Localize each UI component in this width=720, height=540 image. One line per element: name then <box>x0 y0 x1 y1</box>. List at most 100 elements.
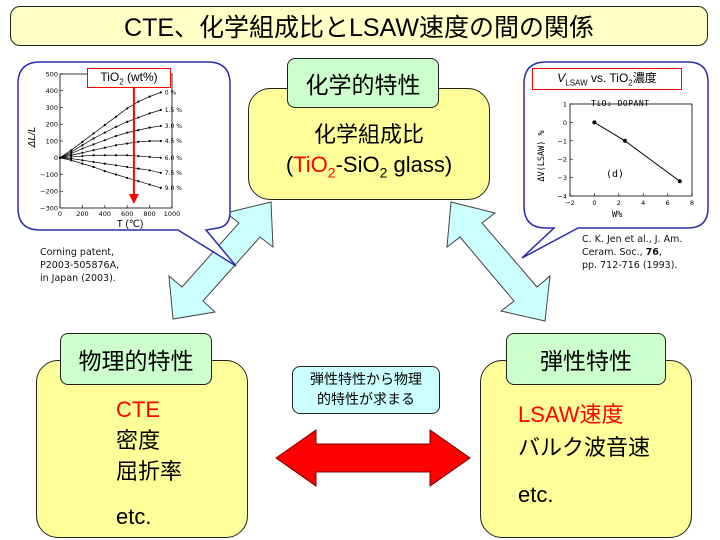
bulk-velocity-item: バルク波音速 <box>518 435 651 460</box>
left-series-label: 0 % <box>165 89 177 96</box>
elastic-properties-list: LSAW速度 バルク波音速 etc. <box>518 398 688 511</box>
tio2-label: TiO2 <box>293 152 335 180</box>
left-callout-bubble <box>17 61 237 267</box>
left-series-point <box>81 144 84 147</box>
left-citation-line2: P2003-505876A, <box>40 260 120 271</box>
elastic-properties-tag: 弾性特性 <box>506 333 666 385</box>
left-series-point <box>81 162 84 165</box>
left-series-point <box>148 183 151 186</box>
left-series-point <box>159 186 162 189</box>
left-diagonal-double-arrow <box>168 201 274 320</box>
left-citation-line3: in Japan (2003). <box>40 273 116 284</box>
left-series-line <box>59 157 161 174</box>
left-series-point <box>137 100 140 103</box>
left-x-tick-label: 200 <box>76 210 88 218</box>
left-series-point <box>58 156 62 159</box>
left-series-point <box>114 144 118 147</box>
left-series-line <box>59 109 161 159</box>
left-series-line <box>59 154 161 159</box>
left-series-point <box>137 140 140 143</box>
left-series-point <box>92 149 95 152</box>
cte-item: CTE <box>116 397 160 422</box>
left-series-point <box>103 131 106 134</box>
tio-text: TiO <box>293 152 328 177</box>
left-series-point <box>126 142 129 145</box>
left-series-point <box>126 131 129 134</box>
left-series-label: 7.5 % <box>165 170 182 177</box>
left-y-tick-label: −300 <box>40 204 58 212</box>
left-series-point <box>126 120 129 123</box>
left-series-point <box>148 155 151 159</box>
left-series-point <box>103 170 106 173</box>
right-y-tick-label: 0 <box>563 119 567 127</box>
left-series-label: 4.5 % <box>165 138 182 145</box>
left-series-point <box>114 125 118 128</box>
right-series-point <box>677 179 682 184</box>
right-citation-line1: C. K. Jen et al., J. Am. <box>582 234 683 245</box>
left-series-point <box>126 176 129 179</box>
glass-text: glass) <box>387 152 453 177</box>
left-legend-sub: 2 <box>119 77 124 87</box>
left-series-point <box>81 151 84 154</box>
right-series-point <box>592 120 597 125</box>
density-item: 密度 <box>116 428 161 453</box>
left-series-point <box>137 167 140 170</box>
left-citation-line1: Corning patent, <box>40 247 115 258</box>
right-citation-journal: Ceram. Soc., <box>582 247 646 258</box>
right-callout-bubble <box>521 61 709 259</box>
chemical-properties-tag: 化学的特性 <box>287 58 439 108</box>
middle-note-line2: 的特性が求まる <box>317 391 415 407</box>
left-series-point <box>81 159 84 162</box>
sio-subscript: 2 <box>379 164 388 181</box>
left-legend-unit: (wt%) <box>123 70 158 84</box>
chemical-composition-line2: (TiO2-SiO2 glass) <box>248 150 490 187</box>
left-series-point <box>137 129 140 132</box>
left-series-point <box>70 157 73 160</box>
left-series-point <box>70 149 73 152</box>
right-x-tick-label: 6 <box>666 199 670 207</box>
right-chart-legend: VLSAW vs. TiO2濃度 <box>532 68 682 90</box>
left-series-label: 1.5 % <box>165 107 182 114</box>
right-y-tick-label: −4 <box>557 193 567 201</box>
left-series-point <box>70 155 73 159</box>
left-series-point <box>92 165 95 169</box>
left-series-point <box>137 180 140 183</box>
left-series-label: 3.0 % <box>165 123 182 130</box>
right-y-tick-label: −2 <box>557 156 567 164</box>
physical-properties-box <box>36 360 248 538</box>
left-series-point <box>148 169 151 172</box>
left-series-point <box>159 91 162 94</box>
left-y-tick-label: −100 <box>40 171 58 179</box>
right-chart-panel-label: (d) <box>606 169 625 180</box>
physical-properties-tag: 物理的特性 <box>60 333 212 385</box>
left-series-point <box>126 154 129 157</box>
left-series-point <box>148 126 151 129</box>
right-y-tick-label: 1 <box>563 101 567 109</box>
right-series-point <box>622 138 627 143</box>
left-citation: Corning patent, P2003-505876A, in Japan … <box>40 246 200 285</box>
right-citation-line3: pp. 712-716 (1993). <box>582 260 678 271</box>
right-x-tick-label: 0 <box>592 199 596 207</box>
left-series-point <box>103 154 106 157</box>
right-chart-xlabel: W% <box>612 210 623 220</box>
left-legend-tio: TiO <box>100 70 120 84</box>
left-series-point <box>103 162 106 165</box>
right-citation-line2: Ceram. Soc., 76, <box>582 246 718 259</box>
right-chart-inner-title: TiO₂ DOPANT <box>591 99 650 108</box>
physical-properties-list: CTE 密度 屈折率 etc. <box>116 394 236 532</box>
right-y-tick-label: −3 <box>557 174 567 182</box>
left-x-tick-label: 0 <box>58 210 62 218</box>
right-y-tick-label: −1 <box>557 137 567 145</box>
left-series-point <box>92 160 95 164</box>
left-y-tick-label: 0 <box>54 154 58 162</box>
left-series-point <box>92 154 95 157</box>
sio-text: -SiO <box>335 152 380 177</box>
right-x-tick-label: 4 <box>641 199 645 207</box>
right-x-tick-label: 2 <box>617 199 621 207</box>
right-citation-volume: 76 <box>645 247 659 258</box>
left-x-tick-label: 400 <box>99 210 111 218</box>
